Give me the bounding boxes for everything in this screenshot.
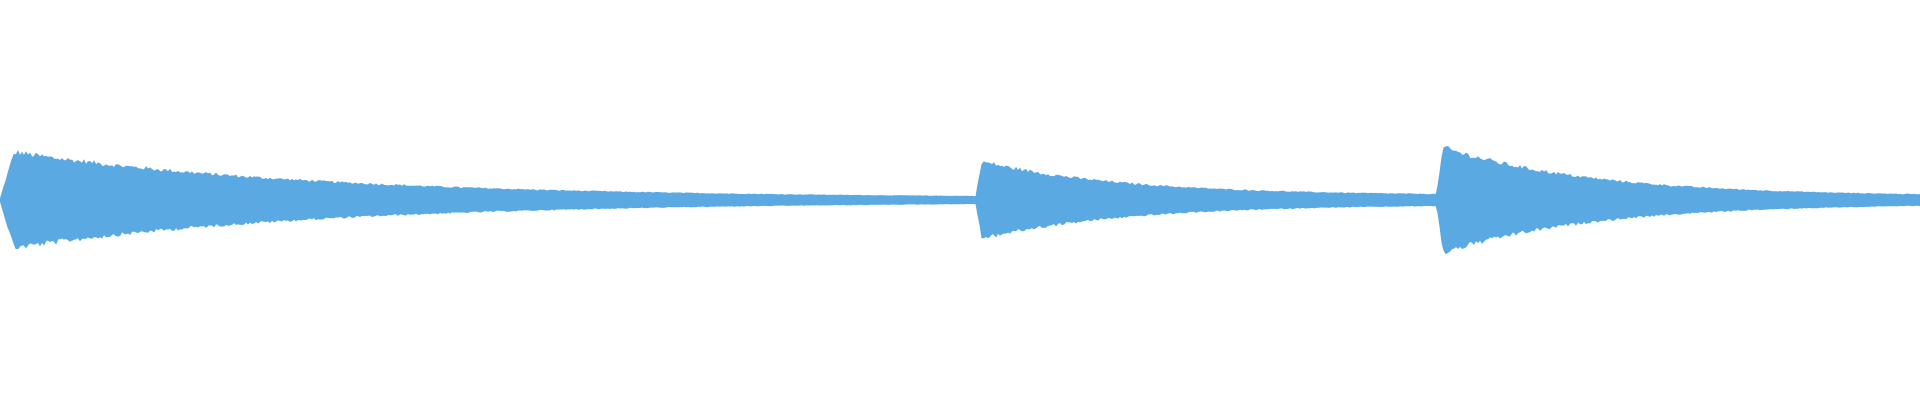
waveform-shape — [0, 145, 1920, 255]
